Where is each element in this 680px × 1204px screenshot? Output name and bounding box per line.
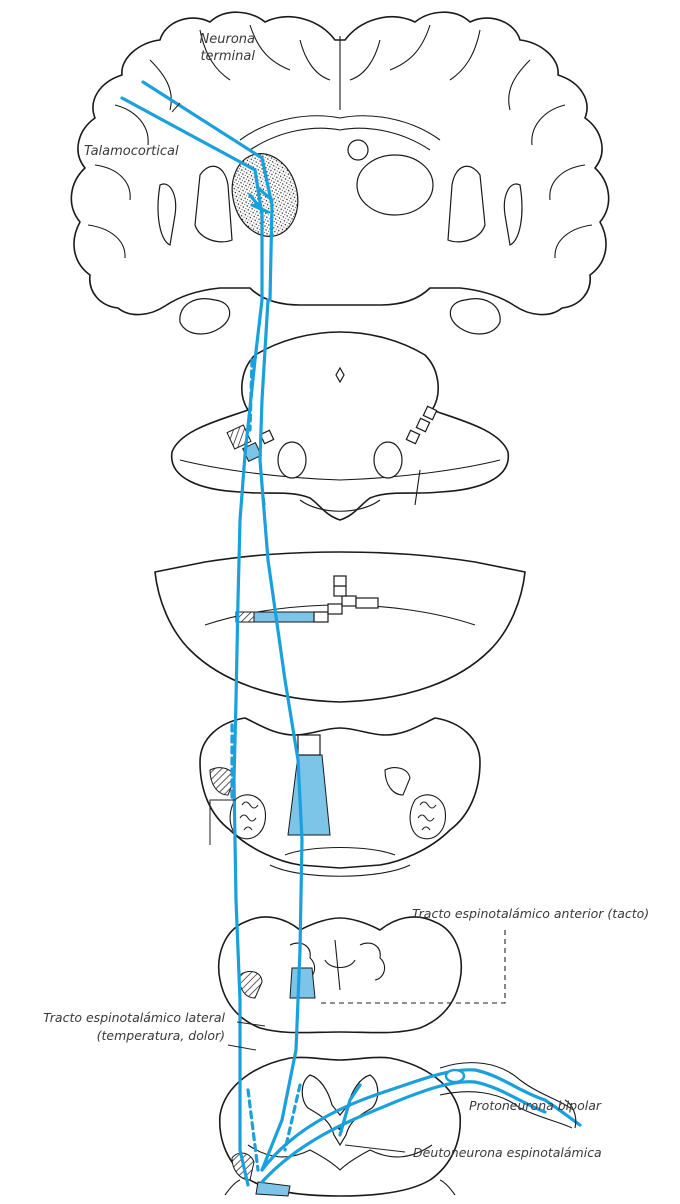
label-tracto-lateral-2: (temperatura, dolor) — [97, 1028, 225, 1043]
label-neurona-terminal-1: Neurona — [200, 32, 255, 47]
label-protoneurona: Protoneurona bipolar — [469, 1098, 602, 1113]
pons-section — [155, 552, 525, 702]
label-neurona-terminal-2: terminal — [200, 49, 255, 64]
brain-coronal-section — [71, 12, 608, 334]
medulla-upper-section — [200, 718, 480, 876]
label-tracto-anterior: Tracto espinotalámico anterior (tacto) — [412, 906, 649, 921]
medulla-lower-section — [219, 917, 462, 1033]
label-deutoneurona: Deutoneurona espinotalámica — [413, 1145, 602, 1160]
label-talamocortical: Talamocortical — [84, 144, 179, 159]
midbrain-section — [172, 332, 509, 520]
label-tracto-lateral-1: Tracto espinotalámico lateral — [43, 1010, 225, 1025]
